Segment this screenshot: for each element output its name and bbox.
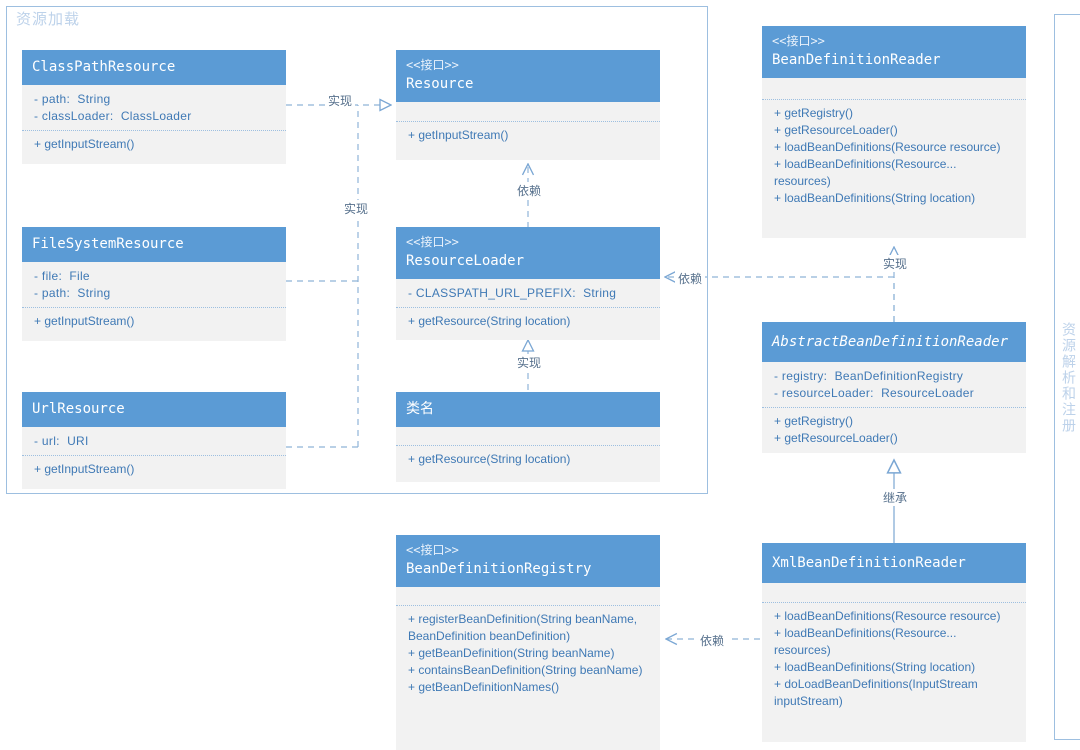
connector-label-inherit-xmlreader-abstractreader: 继承 xyxy=(880,489,911,506)
class-box-xmlbeandefinitionreader[interactable]: XmlBeanDefinitionReader + loadBeanDefini… xyxy=(762,543,1026,742)
operation-row: + doLoadBeanDefinitions(InputStream inpu… xyxy=(774,677,982,708)
attribute-row: - path: String xyxy=(34,92,111,106)
class-attributes: - registry: BeanDefinitionRegistry - res… xyxy=(762,362,1026,408)
connector-label-impl-filesystem-url-resource: 实现 xyxy=(341,200,372,217)
class-operations: + getRegistry() + getResourceLoader() + … xyxy=(762,100,1026,213)
connector-label-dep-resource-resourceloader: 依赖 xyxy=(514,182,545,199)
operation-row: + loadBeanDefinitions(Resource... resour… xyxy=(774,626,960,657)
class-name: FileSystemResource xyxy=(32,236,184,252)
class-attributes xyxy=(396,102,660,122)
class-name: BeanDefinitionRegistry xyxy=(406,561,592,577)
operation-row: + loadBeanDefinitions(Resource... resour… xyxy=(774,157,960,188)
class-name: AbstractBeanDefinitionReader xyxy=(772,334,1009,350)
class-attributes xyxy=(762,583,1026,603)
connector-label-dep-xmlreader-registry: 依赖 xyxy=(697,632,728,649)
operation-row: + loadBeanDefinitions(String location) xyxy=(774,191,976,205)
class-name: BeanDefinitionReader xyxy=(772,52,941,68)
class-attributes: - CLASSPATH_URL_PREFIX: String xyxy=(396,279,660,308)
class-operations: + getRegistry() + getResourceLoader() xyxy=(762,408,1026,453)
class-header: 类名 xyxy=(396,392,660,427)
attribute-row: - url: URI xyxy=(34,434,89,448)
class-box-classpathresource[interactable]: ClassPathResource - path: String - class… xyxy=(22,50,286,164)
class-operations: + getInputStream() xyxy=(396,122,660,150)
class-header: XmlBeanDefinitionReader xyxy=(762,543,1026,583)
operation-row: + getResource(String location) xyxy=(408,314,571,328)
operation-row: + getInputStream() xyxy=(34,137,135,151)
class-name: ResourceLoader xyxy=(406,253,525,269)
attribute-row: - classLoader: ClassLoader xyxy=(34,109,192,123)
resource-parse-register-group-title: 资源解析和注册 xyxy=(1060,322,1076,434)
class-box-resource[interactable]: <<接口>> Resource + getInputStream() xyxy=(396,50,660,160)
attribute-row: - resourceLoader: ResourceLoader xyxy=(774,386,975,400)
operation-row: + getRegistry() xyxy=(774,414,854,428)
class-attributes: - url: URI xyxy=(22,427,286,456)
class-operations: + getInputStream() xyxy=(22,131,286,159)
operation-row: + loadBeanDefinitions(String location) xyxy=(774,660,976,674)
operation-row: + registerBeanDefinition(String beanName… xyxy=(408,612,641,643)
class-name: UrlResource xyxy=(32,401,125,417)
class-attributes xyxy=(762,78,1026,100)
operation-row: + getInputStream() xyxy=(34,314,135,328)
class-attributes xyxy=(396,587,660,606)
connector-label-impl-classpath-resource: 实现 xyxy=(325,92,356,109)
attribute-row: - path: String xyxy=(34,286,111,300)
operation-row: + getBeanDefinition(String beanName) xyxy=(408,646,615,660)
resource-loading-group xyxy=(6,6,708,494)
stereotype-label: <<接口>> xyxy=(406,543,459,557)
class-header: UrlResource xyxy=(22,392,286,427)
class-box-beandefinitionreader[interactable]: <<接口>> BeanDefinitionReader + getRegistr… xyxy=(762,26,1026,238)
class-attributes: - path: String - classLoader: ClassLoade… xyxy=(22,85,286,131)
operation-row: + loadBeanDefinitions(Resource resource) xyxy=(774,140,1001,154)
class-box-urlresource[interactable]: UrlResource - url: URI + getInputStream(… xyxy=(22,392,286,489)
class-name: 类名 xyxy=(406,401,434,417)
class-operations: + getInputStream() xyxy=(22,456,286,484)
stereotype-label: <<接口>> xyxy=(772,34,825,48)
class-header: AbstractBeanDefinitionReader xyxy=(762,322,1026,362)
class-name: XmlBeanDefinitionReader xyxy=(772,555,966,571)
class-header: <<接口>> ResourceLoader xyxy=(396,227,660,279)
class-name: Resource xyxy=(406,76,474,92)
class-attributes: - file: File - path: String xyxy=(22,262,286,308)
class-header: ClassPathResource xyxy=(22,50,286,85)
class-header: FileSystemResource xyxy=(22,227,286,262)
connector-label-impl-abstractreader-beandefinitionreader: 实现 xyxy=(880,255,911,272)
attribute-row: - CLASSPATH_URL_PREFIX: String xyxy=(408,286,617,300)
class-box-filesystemresource[interactable]: FileSystemResource - file: File - path: … xyxy=(22,227,286,341)
class-name: ClassPathResource xyxy=(32,59,176,75)
operation-row: + getResourceLoader() xyxy=(774,431,898,445)
class-operations: + getResource(String location) xyxy=(396,308,660,336)
class-box-beandefinitionregistry[interactable]: <<接口>> BeanDefinitionRegistry + register… xyxy=(396,535,660,750)
attribute-row: - file: File xyxy=(34,269,90,283)
stereotype-label: <<接口>> xyxy=(406,235,459,249)
resource-loading-group-title: 资源加载 xyxy=(16,10,81,28)
connector-label-dep-resourceloader-abstractreader: 依赖 xyxy=(675,270,706,287)
class-operations: + loadBeanDefinitions(Resource resource)… xyxy=(762,603,1026,716)
class-attributes xyxy=(396,427,660,446)
class-operations: + registerBeanDefinition(String beanName… xyxy=(396,606,660,702)
class-box-resourceloader[interactable]: <<接口>> ResourceLoader - CLASSPATH_URL_PR… xyxy=(396,227,660,340)
operation-row: + getInputStream() xyxy=(408,128,509,142)
operation-row: + getResourceLoader() xyxy=(774,123,898,137)
stereotype-label: <<接口>> xyxy=(406,58,459,72)
attribute-row: - registry: BeanDefinitionRegistry xyxy=(774,369,964,383)
operation-row: + getBeanDefinitionNames() xyxy=(408,680,560,694)
class-header: <<接口>> Resource xyxy=(396,50,660,102)
class-box-classname[interactable]: 类名 + getResource(String location) xyxy=(396,392,660,482)
class-operations: + getInputStream() xyxy=(22,308,286,336)
resource-parse-register-group xyxy=(1054,14,1080,740)
connector-label-impl-classname-resourceloader: 实现 xyxy=(514,354,545,371)
operation-row: + getInputStream() xyxy=(34,462,135,476)
class-header: <<接口>> BeanDefinitionReader xyxy=(762,26,1026,78)
operation-row: + containsBeanDefinition(String beanName… xyxy=(408,663,643,677)
class-header: <<接口>> BeanDefinitionRegistry xyxy=(396,535,660,587)
class-operations: + getResource(String location) xyxy=(396,446,660,474)
operation-row: + getRegistry() xyxy=(774,106,854,120)
operation-row: + loadBeanDefinitions(Resource resource) xyxy=(774,609,1001,623)
operation-row: + getResource(String location) xyxy=(408,452,571,466)
class-box-abstractbeandefinitionreader[interactable]: AbstractBeanDefinitionReader - registry:… xyxy=(762,322,1026,453)
